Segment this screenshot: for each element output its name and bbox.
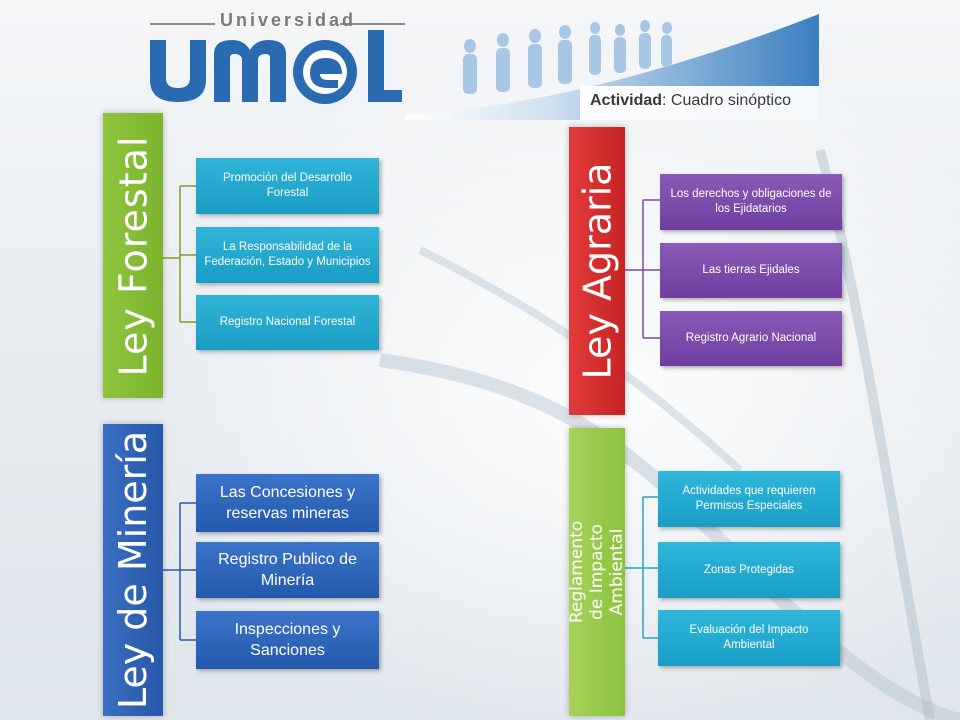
mineria-item-1: Las Concesiones y reservas mineras <box>196 474 379 532</box>
reglamento-item-2: Zonas Protegidas <box>658 542 840 598</box>
ley-mineria-title: Ley de Minería <box>111 430 155 710</box>
people-silhouettes-icon <box>463 20 672 94</box>
ley-agraria-tab: Ley Agraria <box>569 127 625 415</box>
ley-agraria-title: Ley Agraria <box>575 162 620 380</box>
banner-image <box>405 14 819 120</box>
activity-label: Actividad <box>590 92 663 109</box>
activity-title: Actividad: Cuadro sinóptico <box>590 92 791 110</box>
agraria-item-3: Registro Agrario Nacional <box>660 311 842 366</box>
university-label: Universidad <box>220 10 357 30</box>
forestal-item-1: Promoción del Desarrollo Forestal <box>196 158 379 214</box>
reglamento-tab: Reglamento de Impacto Ambiental <box>567 428 627 716</box>
agraria-item-1: Los derechos y obligaciones de los Ejida… <box>660 174 842 230</box>
ley-forestal-tab: Ley Forestal <box>103 113 163 398</box>
forestal-item-3: Registro Nacional Forestal <box>196 295 379 350</box>
activity-subtitle: : Cuadro sinóptico <box>662 92 791 109</box>
ley-forestal-title: Ley Forestal <box>111 135 156 376</box>
forestal-item-2: La Responsabilidad de la Federación, Est… <box>196 227 379 283</box>
mineria-item-2: Registro Publico de Minería <box>196 542 379 598</box>
reglamento-title: Reglamento de Impacto Ambiental <box>567 520 627 624</box>
agraria-item-2: Las tierras Ejidales <box>660 243 842 298</box>
ley-mineria-tab: Ley de Minería <box>103 424 163 716</box>
umel-logo <box>140 10 430 120</box>
header: Universidad Actividad: Cuadro sinóptico <box>0 0 960 122</box>
mineria-item-3: Inspecciones y Sanciones <box>196 611 379 669</box>
reglamento-item-3: Evaluación del Impacto Ambiental <box>658 610 840 666</box>
reglamento-item-1: Actividades que requieren Permisos Espec… <box>658 471 840 527</box>
